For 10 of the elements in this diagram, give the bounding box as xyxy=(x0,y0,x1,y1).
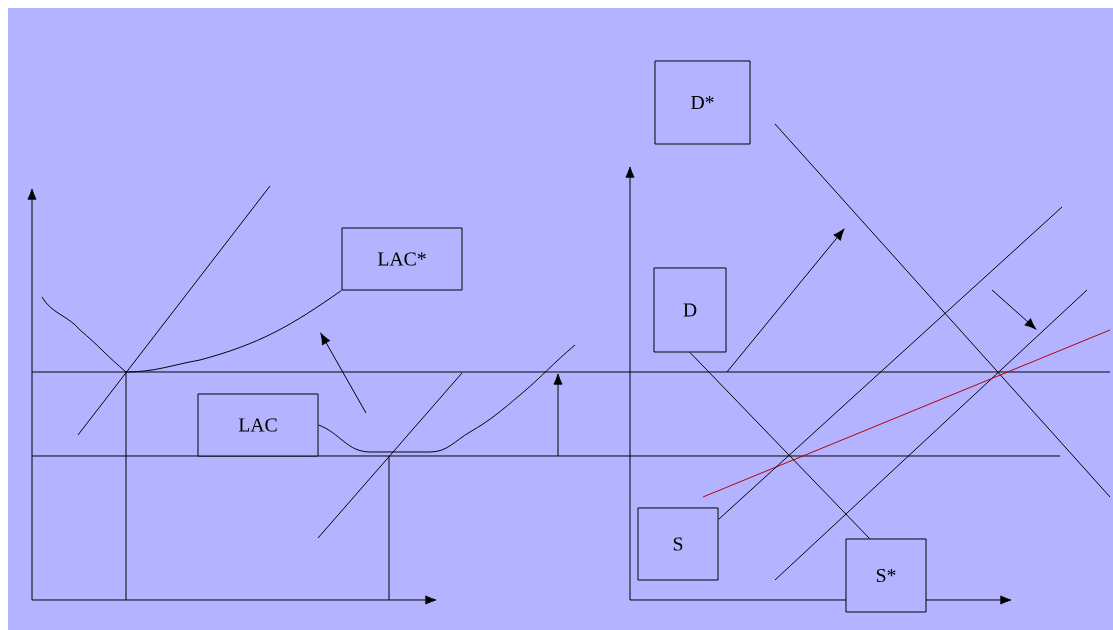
curve-line xyxy=(318,344,576,453)
curve-line xyxy=(689,352,870,539)
label-box: S* xyxy=(845,538,927,613)
curve-line xyxy=(41,290,342,373)
label-box: LAC* xyxy=(341,227,463,291)
label-box: D xyxy=(653,267,727,353)
label-box: LAC xyxy=(197,393,319,457)
curve-line xyxy=(718,206,1063,520)
label-box: D* xyxy=(654,60,751,145)
label-box: S xyxy=(637,507,719,581)
